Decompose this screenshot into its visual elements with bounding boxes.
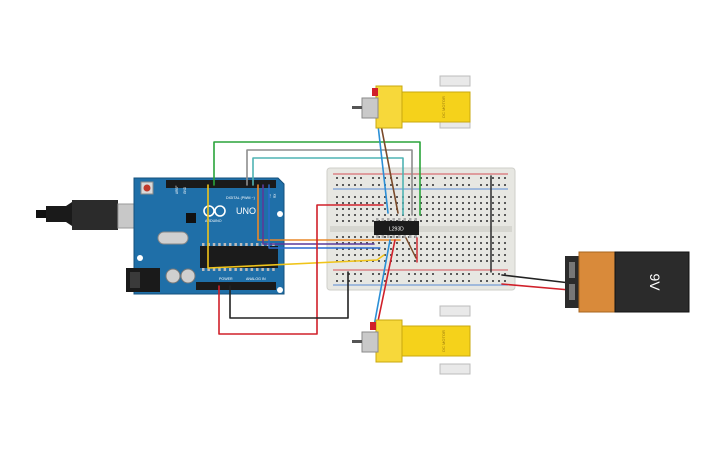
wire-battery-black [501,274,571,284]
wire-brown-short [405,237,417,259]
wire-green [213,141,421,216]
battery-9v[interactable]: 9V [565,251,690,313]
motor-bottom-label: DC MOTOR [441,330,446,352]
wire-motor-top-blue [377,124,389,214]
aref-pin-label: AREF [175,185,179,194]
wire-red-5v [218,204,384,335]
dc-motor-bottom[interactable]: DC MOTOR [352,305,471,375]
ic-pins [376,218,417,238]
board-brand-label: ARDUINO [205,219,222,223]
digital-header-label: DIGITAL (PWM ~) [226,196,255,200]
wire-motor-bottom-red [376,239,396,327]
motor-top-label: DC MOTOR [441,96,446,118]
battery-voltage-label: 9V [647,273,663,291]
arduino-uno[interactable]: UNO ARDUINO DIGITAL (PWM ~) POWER ANALOG… [36,177,285,295]
wire-black-gnd [229,271,349,319]
ic-label: L293D [389,227,404,233]
rx-pin-label: RX [273,193,277,198]
wire-purple [262,184,375,245]
board-model-label: UNO [236,206,256,216]
breadboard-holes [336,177,506,282]
tx-pin-label: TX [268,193,272,198]
power-header-label: POWER [219,277,233,281]
wire-gray [246,149,413,216]
wire-battery-red [501,283,571,291]
gnd-pin-label: GND [183,186,187,194]
breadboard[interactable] [326,167,516,291]
usb-cable [36,200,141,230]
wire-motor-top-brown [380,124,399,214]
arduino-logo [203,205,226,217]
wire-orange [257,184,401,241]
wire-blue-arduino [268,184,381,249]
l293d-chip[interactable]: L293D [374,218,419,238]
wire-motor-bottom-blue [373,239,391,327]
dc-motor-top[interactable]: DC MOTOR [352,75,471,129]
wires [207,124,571,335]
wire-yellow [207,184,385,269]
wire-teal [252,157,404,216]
analog-header-label: ANALOG IN [246,277,266,281]
